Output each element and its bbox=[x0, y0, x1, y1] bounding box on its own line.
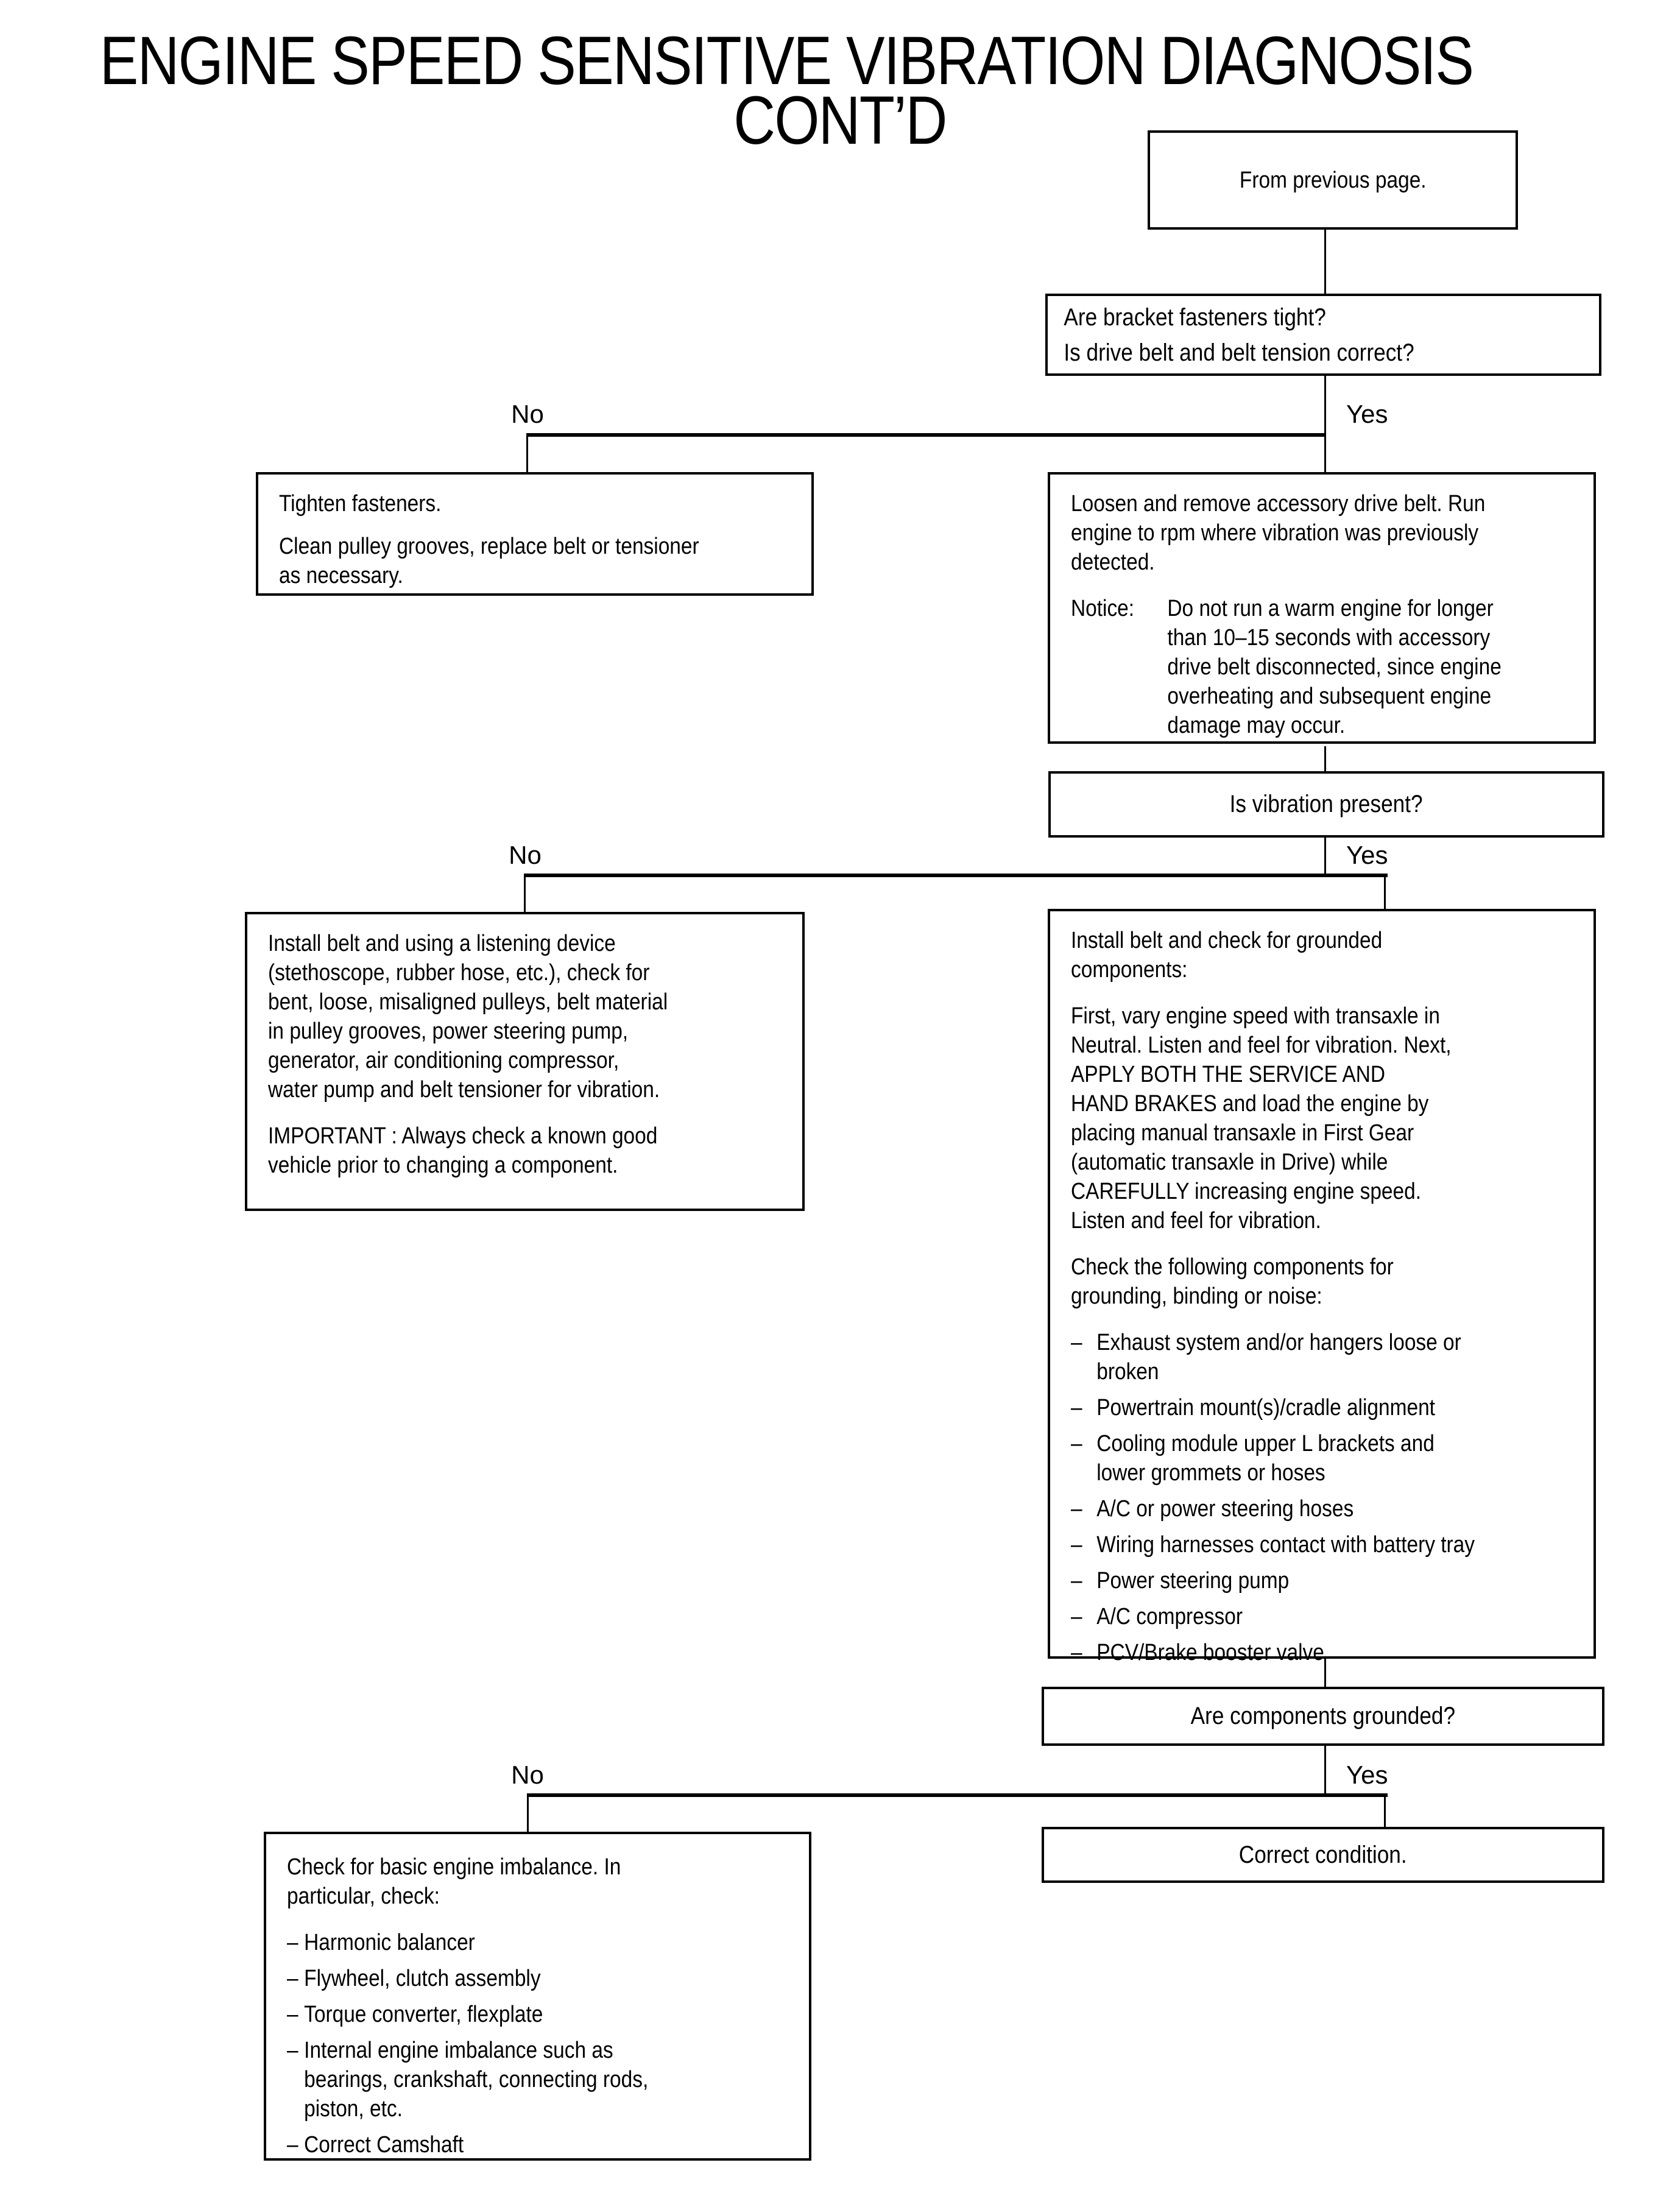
branch2-horizontal-line bbox=[524, 874, 1388, 877]
branch2-no-label: No bbox=[509, 841, 542, 869]
node-from-previous-page: From previous page. bbox=[1148, 130, 1518, 230]
node-loosen-remove-belt: Loosen and remove accessory drive belt. … bbox=[1048, 472, 1596, 744]
list-item: – Powertrain mount(s)/cradle alignment bbox=[1071, 1393, 1586, 1422]
grounded-p3: Check the following components for groun… bbox=[1071, 1254, 1394, 1309]
from-previous-text: From previous page. bbox=[1239, 167, 1427, 193]
grounded-component-list: – Exhaust system and/or hangers loose or… bbox=[1071, 1328, 1586, 1667]
connector-grounded-to-q3 bbox=[1324, 1659, 1326, 1687]
imbalance-p1: Check for basic engine imbalance. In par… bbox=[287, 1854, 621, 1909]
notice-label: Notice: bbox=[1071, 596, 1135, 621]
dash-icon: – bbox=[1071, 1431, 1082, 1456]
dash-icon: – bbox=[1071, 1395, 1082, 1421]
dash-icon: – bbox=[1071, 1330, 1082, 1355]
dash-icon: – bbox=[287, 1930, 298, 1955]
list-item: – Internal engine imbalance such as bear… bbox=[287, 2036, 802, 2124]
list-item: – Torque converter, flexplate bbox=[287, 2000, 802, 2029]
dash-icon: – bbox=[1071, 1604, 1082, 1629]
loosen-notice: Notice: Do not run a warm engine for lon… bbox=[1071, 594, 1586, 740]
node-question-components-grounded: Are components grounded? bbox=[1042, 1687, 1604, 1746]
grounded-p1: Install belt and check for grounded comp… bbox=[1071, 928, 1383, 983]
page-title-line1: ENGINE SPEED SENSITIVE VIBRATION DIAGNOS… bbox=[99, 23, 1474, 99]
notice-text: Do not run a warm engine for longer than… bbox=[1167, 596, 1502, 738]
list-item: – Power steering pump bbox=[1071, 1566, 1586, 1595]
listen-p1: Install belt and using a listening devic… bbox=[268, 931, 668, 1103]
node-correct-condition: Correct condition. bbox=[1042, 1827, 1604, 1883]
node-question-vibration-present: Is vibration present? bbox=[1048, 771, 1604, 838]
branch3-yes-label: Yes bbox=[1346, 1760, 1388, 1789]
q3-text: Are components grounded? bbox=[1190, 1703, 1456, 1729]
loosen-p1: Loosen and remove accessory drive belt. … bbox=[1071, 491, 1486, 575]
branch3-horizontal-line bbox=[527, 1793, 1388, 1797]
tighten-p1: Tighten fasteners. bbox=[279, 491, 442, 517]
connector-q2-to-branch2 bbox=[1324, 838, 1326, 875]
branch1-yes-label: Yes bbox=[1346, 400, 1388, 428]
q1-line1: Are bracket fasteners tight? bbox=[1064, 303, 1326, 331]
list-item: – Exhaust system and/or hangers loose or… bbox=[1071, 1328, 1586, 1386]
grounded-p2: First, vary engine speed with transaxle … bbox=[1071, 1003, 1452, 1234]
node-question-bracket-fasteners: Are bracket fasteners tight? Is drive be… bbox=[1045, 294, 1601, 376]
dash-icon: – bbox=[287, 2038, 298, 2063]
dash-icon: – bbox=[1071, 1640, 1082, 1665]
list-item: – Cooling module upper L brackets and lo… bbox=[1071, 1429, 1586, 1488]
branch2-yes-label: Yes bbox=[1346, 841, 1388, 869]
connector-loosen-to-q2 bbox=[1324, 746, 1326, 774]
dash-icon: – bbox=[1071, 1532, 1082, 1558]
list-item: – A/C or power steering hoses bbox=[1071, 1494, 1586, 1523]
tighten-p2: Clean pulley grooves, replace belt or te… bbox=[279, 534, 699, 588]
connector-q3-to-branch3 bbox=[1324, 1746, 1326, 1797]
node-engine-imbalance-check: Check for basic engine imbalance. In par… bbox=[264, 1832, 811, 2161]
branch2-yes-leg bbox=[1384, 874, 1386, 909]
branch1-no-leg bbox=[526, 433, 528, 472]
list-item: – Correct Camshaft bbox=[287, 2130, 802, 2159]
list-item: – Harmonic balancer bbox=[287, 1928, 802, 1957]
q1-line2: Is drive belt and belt tension correct? bbox=[1064, 339, 1414, 366]
node-tighten-fasteners: Tighten fasteners. Clean pulley grooves,… bbox=[256, 472, 814, 596]
dash-icon: – bbox=[1071, 1496, 1082, 1522]
connector-fromprev-to-q1 bbox=[1324, 230, 1326, 294]
branch1-horizontal-line bbox=[526, 433, 1326, 437]
branch2-no-leg bbox=[524, 874, 526, 912]
list-item: – PCV/Brake booster valve bbox=[1071, 1638, 1586, 1667]
dash-icon: – bbox=[287, 2002, 298, 2027]
imbalance-list: – Harmonic balancer – Flywheel, clutch a… bbox=[287, 1928, 802, 2159]
connector-q1-to-loosen bbox=[1324, 376, 1326, 472]
branch1-no-label: No bbox=[511, 400, 544, 428]
node-check-grounded-components: Install belt and check for grounded comp… bbox=[1048, 909, 1596, 1665]
dash-icon: – bbox=[1071, 1568, 1082, 1594]
page-title-line2: CONT’D bbox=[733, 82, 947, 158]
branch3-no-leg bbox=[527, 1793, 529, 1832]
list-item: – Flywheel, clutch assembly bbox=[287, 1964, 802, 1993]
listen-p2: IMPORTANT : Always check a known good ve… bbox=[268, 1123, 658, 1178]
dash-icon: – bbox=[287, 1966, 298, 1991]
list-item: – A/C compressor bbox=[1071, 1602, 1586, 1631]
correct-condition-text: Correct condition. bbox=[1239, 1841, 1407, 1868]
branch3-yes-leg bbox=[1384, 1793, 1386, 1827]
branch3-no-label: No bbox=[511, 1760, 544, 1789]
node-install-belt-listen: Install belt and using a listening devic… bbox=[245, 912, 805, 1211]
list-item: – Wiring harnesses contact with battery … bbox=[1071, 1530, 1586, 1559]
dash-icon: – bbox=[287, 2132, 298, 2158]
q2-text: Is vibration present? bbox=[1230, 791, 1423, 817]
